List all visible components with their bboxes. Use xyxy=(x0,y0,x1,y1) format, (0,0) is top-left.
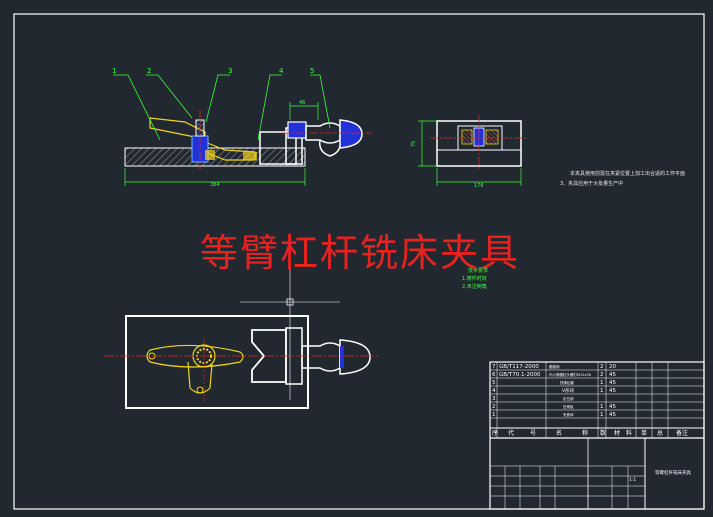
bom-header-name1: 名 xyxy=(556,429,562,437)
bom-row-index: 4 xyxy=(492,388,496,394)
bom-header-qty: 数 xyxy=(600,429,606,437)
part-number-5: 5 xyxy=(310,67,314,75)
bom-row-qty: 2 xyxy=(600,364,604,370)
dim-top-offset: 46 xyxy=(299,100,305,106)
drawing-border xyxy=(13,13,705,510)
bom-row-qty: 1 xyxy=(600,404,604,410)
side-view xyxy=(418,115,528,186)
bom-header-name2: 称 xyxy=(582,429,588,437)
bom-row-material: 45 xyxy=(609,380,616,386)
part-number-3: 3 xyxy=(228,67,232,75)
top-view xyxy=(104,268,378,409)
bom-header-seq: 序 xyxy=(492,429,498,437)
bom-header-code1: 代 xyxy=(508,429,514,437)
bom-row-name: 压紧板 xyxy=(563,404,574,409)
part-number-1: 1 xyxy=(112,67,116,75)
bom-row-material: 45 xyxy=(609,404,616,410)
title-block-scale: 1:1 xyxy=(629,477,636,483)
bom-row-name: 圆锥销 xyxy=(549,364,560,369)
bom-row-qty: 2 xyxy=(600,372,604,378)
bom-row-code: GB/T117-2000 xyxy=(499,364,539,370)
front-view xyxy=(113,74,372,186)
bom-row-index: 7 xyxy=(492,364,496,370)
part-number-4: 4 xyxy=(279,67,284,75)
part-number-2: 2 xyxy=(147,67,151,75)
bom-row-qty: 1 xyxy=(600,388,604,394)
tech-req-title: 技术要求 xyxy=(468,268,489,274)
bom-row-material: 45 xyxy=(609,412,616,418)
note-line-1: 本夹具使用前需在夹紧位置上加工出合适的工作平面 xyxy=(570,171,686,177)
bom-row-material: 45 xyxy=(609,372,616,378)
tech-req-item: 2.未注倒角 xyxy=(462,284,487,290)
tech-req-item: 1.铸件时效 xyxy=(462,276,487,282)
tech-requirements: 技术要求 1.铸件时效 2.未注倒角 xyxy=(462,267,488,291)
bom-row-code: GB/T70.1-2000 xyxy=(499,372,541,378)
bom-row-qty: 1 xyxy=(600,412,604,418)
bom-row-index: 6 xyxy=(492,372,496,378)
bom-row-index: 5 xyxy=(492,380,496,386)
dim-overall-length: 384 xyxy=(210,182,220,188)
bom-header-unit: 单 xyxy=(641,429,647,437)
bom-row-qty: 1 xyxy=(600,380,604,386)
bom-header-mat1: 材 xyxy=(614,429,620,437)
bom-row-name: 夹具体 xyxy=(563,412,574,417)
dim-height: 75 xyxy=(411,141,417,147)
bom-row-name: 定位销 xyxy=(563,396,574,401)
bom-row-name: V形块 xyxy=(562,387,575,394)
title-block-name: 等臂杠杆铣床夹具 xyxy=(655,469,691,476)
dim-end-width: 176 xyxy=(474,183,484,189)
bom-header-total: 总 xyxy=(657,429,663,437)
bom-row-index: 3 xyxy=(492,396,496,402)
bom-row-material: 20 xyxy=(609,364,616,370)
bom-row-name: 内六角圆柱头螺钉M12x30 xyxy=(549,372,591,377)
bom-row-index: 2 xyxy=(492,404,496,410)
bom-header-remark: 备注 xyxy=(676,429,688,437)
bom-table xyxy=(489,361,705,510)
bom-row-name: 快换钻套 xyxy=(560,380,574,385)
bom-header-code2: 号 xyxy=(530,430,536,437)
bom-row-material: 45 xyxy=(609,388,616,394)
note-line-2: 3、夹具应用于大批量生产中 xyxy=(560,181,624,187)
bom-header-mat2: 料 xyxy=(626,429,632,437)
drawing-title: 等臂杠杆铣床夹具 xyxy=(200,231,521,275)
bom-row-index: 1 xyxy=(492,412,496,418)
